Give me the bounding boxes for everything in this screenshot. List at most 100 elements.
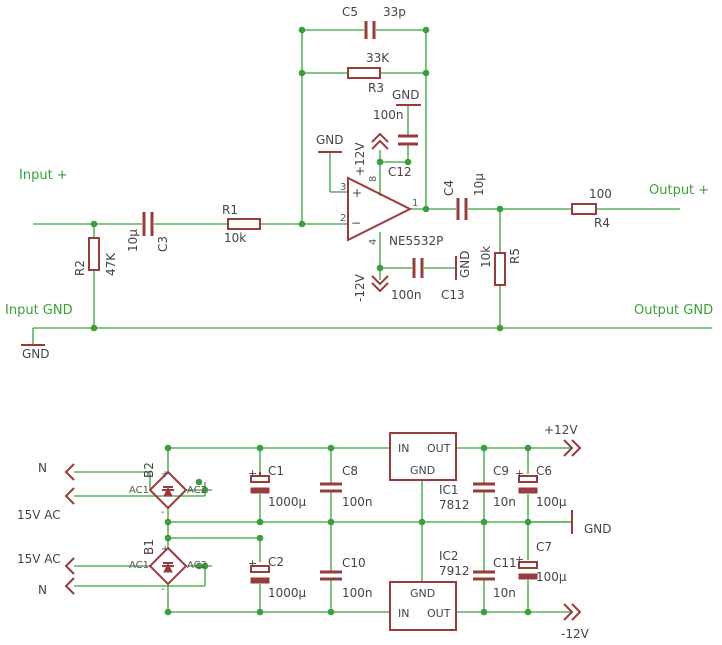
bridge-rectifier-b1 [148,546,188,586]
c11-value: 10n [493,586,516,600]
opamp-ne5532p [347,176,413,242]
opamp-pin8: 8 [368,176,379,182]
input-gnd-label: Input GND [5,303,73,318]
ic1-pin-out: OUT [427,442,451,455]
ic2-pin-gnd: GND [410,587,435,600]
r4-name: R4 [594,216,610,230]
opamp-pin4: 4 [368,239,379,245]
gnd-c12-label: GND [392,88,420,102]
gnd-c13-label: GND [458,250,472,278]
regulator-ic2 [389,581,457,631]
r4-value: 100 [589,187,612,201]
capacitor-c4 [456,198,468,220]
minus12v-supply-label: -12V [561,627,590,641]
c13-name: C13 [441,288,465,302]
ic2-pin-out: OUT [427,607,451,620]
b1-minus-pin: - [161,584,165,595]
b1-plus-pin: + [161,544,169,555]
b1-ac1-pin: AC1 [129,560,149,571]
power-supply-wires [74,447,572,613]
r2-value: 47K [104,252,118,276]
capacitor-c10 [320,570,342,581]
minus12v-opamp-symbol [371,275,389,293]
amplifier-wires [32,29,712,345]
capacitor-c7 [518,561,538,580]
c1-name: C1 [268,464,284,478]
resistor-r4 [571,203,597,215]
ic1-value: 7812 [439,498,470,512]
capacitor-c8 [320,482,342,493]
ic2-name: IC2 [439,549,459,563]
power-supply-junctions [164,444,532,616]
amplifier-junctions [90,26,504,332]
plus12v-supply-label: +12V [544,423,578,437]
ac-connector-top [64,463,75,505]
c2-plus: + [248,557,257,570]
plus12v-opamp-symbol [371,132,389,150]
ic2-pin-in: IN [398,607,409,620]
c6-plus: + [515,467,524,480]
c2-value: 1000µ [268,586,307,600]
minus12v-opamp-label: -12V [353,273,367,302]
resistor-r1 [227,218,261,230]
minus12v-supply-symbol [563,603,582,621]
c8-value: 100n [342,495,373,509]
c6-name: C6 [536,464,552,478]
r3-name: R3 [368,81,384,95]
plus12v-opamp-label: +12V [353,142,367,176]
capacitor-c9 [473,482,495,493]
c7-name: C7 [536,540,552,554]
c1-value: 1000µ [268,495,307,509]
resistor-r3 [347,67,381,79]
resistor-r2 [88,237,100,271]
c13-value: 100n [391,288,422,302]
r2-name: R2 [73,260,87,276]
c7-plus: + [515,553,524,566]
c5-name: C5 [342,5,358,19]
gnd-input-label: GND [22,347,50,361]
gnd-power-label: GND [584,522,612,536]
resistor-r5 [494,252,506,286]
b2-ac2-pin: AC2 [187,485,207,496]
opamp-name: NE5532P [389,234,443,248]
b2-name: B2 [142,462,156,478]
capacitor-c1 [250,472,270,494]
c10-name: C10 [342,556,366,570]
bridge-rectifier-b2 [148,470,188,510]
ac-bottom-label: 15V AC [17,552,61,566]
c8-name: C8 [342,464,358,478]
ic2-value: 7912 [439,564,470,578]
capacitor-c12 [398,134,418,146]
c12-value: 100n [373,108,404,122]
c5-value: 33p [383,5,406,19]
ic1-pin-gnd: GND [410,464,435,477]
r5-value: 10k [479,246,493,268]
ground-symbol-power [528,510,573,534]
opamp-pin3: 3 [340,182,346,193]
c3-value: 10µ [126,229,140,252]
r1-value: 10k [224,231,246,245]
c4-name: C4 [442,180,456,196]
capacitor-c13 [412,258,424,278]
c7-value: 100µ [536,570,567,584]
b2-ac1-pin: AC1 [129,485,149,496]
c1-plus: + [248,467,257,480]
b2-plus-pin: + [161,469,169,480]
regulator-ic1 [389,432,457,481]
r1-name: R1 [222,203,238,217]
c6-value: 100µ [536,495,567,509]
r5-name: R5 [508,248,522,264]
b1-ac2-pin: AC2 [187,560,207,571]
c4-value: 10µ [472,173,486,196]
ic1-pin-in: IN [398,442,409,455]
r3-value: 33K [366,51,390,65]
ic1-name: IC1 [439,483,459,497]
c3-name: C3 [156,236,170,252]
c10-value: 100n [342,586,373,600]
output-gnd-label: Output GND [634,303,713,318]
c12-name: C12 [388,165,412,179]
input-plus-label: Input + [19,168,68,183]
c9-value: 10n [493,495,516,509]
ac-top-label: 15V AC [17,508,61,522]
